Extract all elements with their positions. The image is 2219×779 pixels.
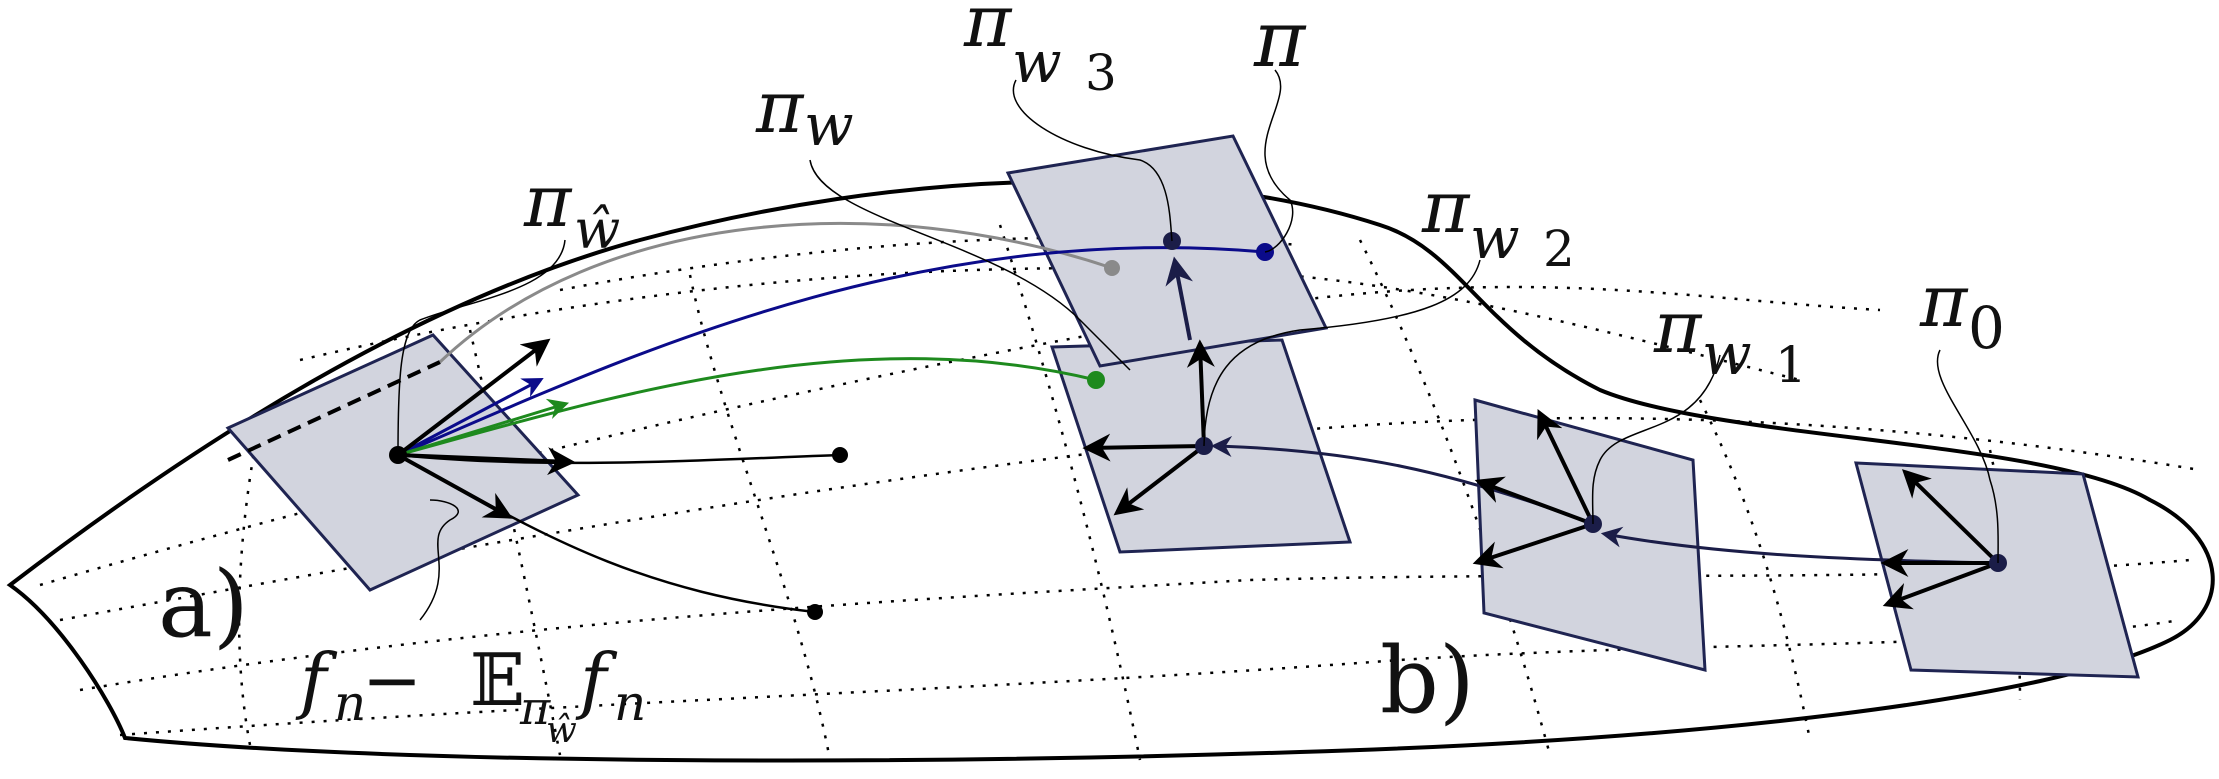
label-a: a) xyxy=(158,551,249,658)
label-pi-w: π w xyxy=(755,65,854,159)
label-pi-0: π 0 xyxy=(1919,259,2005,362)
gray-curve xyxy=(438,221,1113,364)
label-pi-w-base: π xyxy=(755,65,805,149)
label-pi-w1-sub: w xyxy=(1702,320,1752,388)
label-pi-base: π xyxy=(1253,0,1307,85)
tangent-vectors-pi0 xyxy=(1880,469,2000,610)
tangent-plane-w1 xyxy=(1473,398,1707,672)
gray-point xyxy=(1104,260,1120,276)
label-pi-hat-w: π ŵ xyxy=(523,159,620,261)
label-pi-w3-sub: w xyxy=(1012,28,1062,96)
label-pi-0-base: π xyxy=(1919,259,1969,343)
formula-pi: π xyxy=(519,681,551,735)
label-pi-w3: π w 3 xyxy=(963,0,1117,102)
blue-arrow xyxy=(397,378,544,457)
dashed-tangent xyxy=(227,360,441,462)
formula-f1: f xyxy=(295,638,338,722)
tangent-vectors-a xyxy=(396,338,576,519)
formula-hat-w: ŵ xyxy=(546,710,577,751)
end-point-2 xyxy=(807,604,823,620)
tangent-vectors-w1 xyxy=(1472,408,1595,569)
label-pi-w1-base: π xyxy=(1653,285,1703,369)
label-pi-w2-sub: w xyxy=(1470,204,1520,272)
formula-minus: − xyxy=(362,638,422,722)
label-pi-w3-base: π xyxy=(963,0,1013,63)
formula-n2: n xyxy=(614,674,646,732)
blue-curve xyxy=(397,246,1266,457)
label-pi-hat-w-base: π xyxy=(523,159,573,243)
leader-lines xyxy=(397,69,1999,621)
label-pi: π xyxy=(1253,0,1307,85)
tangent-vectors-w2 xyxy=(1082,339,1215,516)
grid-lines-vertical xyxy=(237,224,2022,761)
tangent-plane-a xyxy=(225,333,581,592)
label-pi-w3-subsub: 3 xyxy=(1085,44,1117,102)
formula-f2: f xyxy=(575,638,618,722)
label-pi-w-sub: w xyxy=(804,91,854,159)
end-point-1 xyxy=(832,447,848,463)
green-arrow xyxy=(397,398,570,457)
label-pi-w1: π w 1 xyxy=(1653,285,1807,394)
navy-vector-w2-up xyxy=(1165,256,1193,341)
label-pi-0-sub: 0 xyxy=(1968,294,2005,362)
formula-E: 𝔼 xyxy=(470,638,525,722)
label-formula: f n − 𝔼 π ŵ f n xyxy=(295,638,646,751)
label-b: b) xyxy=(1380,627,1475,734)
green-curve xyxy=(397,357,1097,457)
green-point xyxy=(1087,371,1105,389)
label-pi-w2: π w 2 xyxy=(1421,165,1575,278)
formula-n1: n xyxy=(334,674,366,732)
label-pi-w2-base: π xyxy=(1421,165,1471,249)
manifold-outline xyxy=(6,179,2215,763)
label-pi-hat-w-sub: ŵ xyxy=(574,198,620,261)
label-pi-w2-subsub: 2 xyxy=(1543,220,1575,278)
label-pi-w1-subsub: 1 xyxy=(1775,336,1807,394)
